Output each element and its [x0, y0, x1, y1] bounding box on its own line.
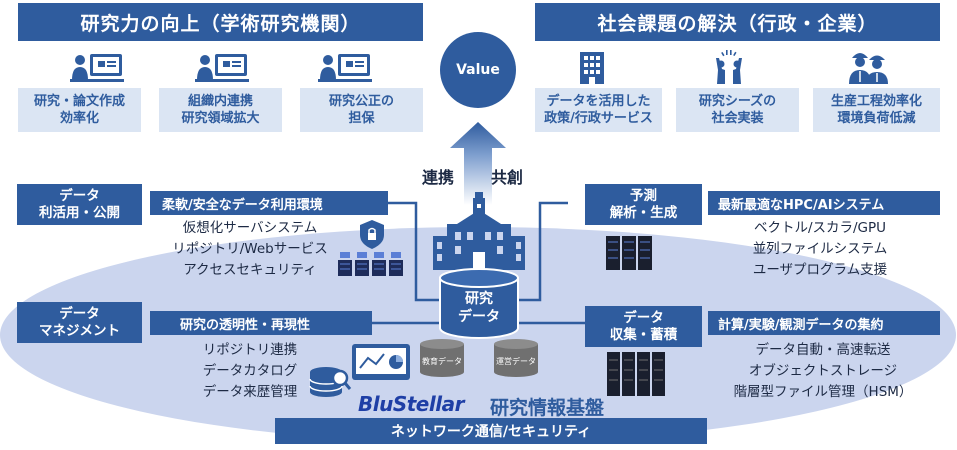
supercomputer-icon: [606, 236, 652, 270]
education-data-cylinder: [420, 339, 464, 377]
building-icon: [580, 52, 604, 84]
items-collect: データ自動・高速転送 オブジェクトストレージ 階層型ファイル管理（HSM）: [728, 340, 918, 403]
list-item: オブジェクトストレージ: [748, 363, 898, 379]
dashboard-database-icon: [309, 344, 410, 397]
blustellar-logo: BluStellar: [358, 392, 464, 416]
category-analysis: 予測 解析・生成: [585, 184, 702, 225]
cocreate-label: 共創: [491, 168, 524, 187]
left-panel-title: 研究力の向上（学術研究機関）: [18, 3, 423, 41]
left-box-1: 研究・論文作成 効率化: [18, 88, 141, 132]
list-item: リポジトリ連携: [202, 342, 298, 358]
category-data-use: データ 利活用・公開: [17, 184, 142, 225]
right-box-3: 生産工程効率化 環境負荷低減: [813, 88, 940, 132]
list-item: ベクトル/スカラ/GPU: [753, 220, 887, 236]
network-security-bar: ネットワーク通信/セキュリティ: [275, 418, 707, 444]
left-box-2: 組織内連携 研究領域拡大: [159, 88, 282, 132]
presenter-icon: [195, 54, 249, 82]
list-item: ユーザプログラム支援: [752, 262, 888, 278]
list-item: 階層型ファイル管理（HSM）: [733, 384, 913, 400]
header-collect: 計算/実験/観測データの集約: [708, 311, 940, 335]
list-item: データ自動・高速転送: [755, 342, 891, 358]
items-data-mgmt: リポジトリ連携 データカタログ データ来歴管理: [150, 340, 350, 403]
items-analysis: ベクトル/スカラ/GPU 並列ファイルシステム ユーザプログラム支援: [730, 218, 910, 281]
value-circle-arrow: [440, 32, 516, 205]
operation-data-cylinder: [494, 339, 538, 377]
left-box-3: 研究公正の 担保: [300, 88, 423, 132]
university-building-icon: [433, 192, 525, 270]
header-analysis: 最新最適なHPC/AIシステム: [708, 191, 940, 215]
storage-servers-icon: [607, 352, 665, 396]
right-box-2: 研究シーズの 社会実装: [676, 88, 799, 132]
list-item: リポジトリ/Webサービス: [172, 241, 328, 257]
collab-label: 連携: [422, 168, 455, 187]
operation-data-label: 運営データ: [496, 357, 536, 366]
right-panel-title: 社会課題の解決（行政・企業）: [535, 3, 940, 41]
list-item: 並列ファイルシステム: [752, 241, 888, 257]
category-data-mgmt: データ マネジメント: [17, 302, 142, 343]
education-data-label: 教育データ: [422, 357, 462, 366]
security-servers-icon: [338, 220, 403, 276]
items-data-use: 仮想化サーバシステム リポジトリ/Webサービス アクセスセキュリティ: [160, 218, 340, 281]
research-data-cylinder: [439, 268, 519, 339]
right-box-1: データを活用した 政策/行政サービス: [535, 88, 662, 132]
category-collect: データ 収集・蓄積: [585, 306, 702, 347]
header-data-use: 柔軟/安全なデータ利用環境: [150, 191, 388, 215]
high-five-icon: [716, 50, 742, 84]
list-item: データ来歴管理: [202, 384, 298, 400]
platform-label: 研究情報基盤: [490, 397, 605, 419]
header-data-mgmt: 研究の透明性・再現性: [150, 311, 372, 335]
list-item: アクセスセキュリティ: [183, 262, 317, 278]
presenter-icon: [70, 54, 124, 82]
research-data-label: 研究 データ: [458, 291, 500, 325]
value-label: Value: [456, 62, 500, 78]
list-item: 仮想化サーバシステム: [182, 220, 318, 236]
workers-icon: [849, 53, 888, 84]
list-item: データカタログ: [202, 363, 298, 379]
presenter-icon: [318, 54, 372, 82]
